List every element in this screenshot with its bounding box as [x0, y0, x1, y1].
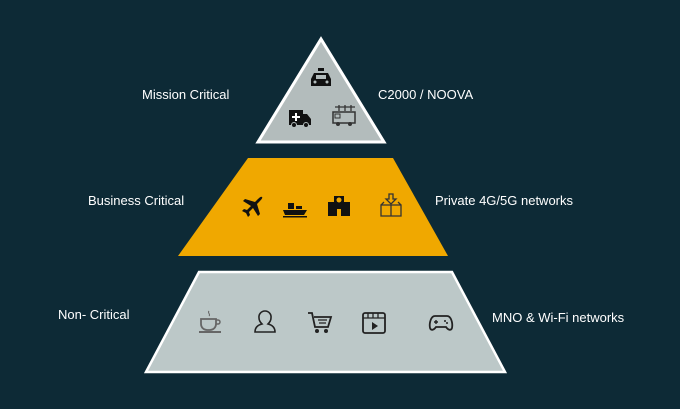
ambulance-icon: [289, 110, 311, 128]
label-non-critical: Non- Critical: [58, 307, 130, 322]
tier-non-critical: [143, 270, 508, 374]
shopping-cart-icon: [308, 312, 333, 333]
airplane-icon: [242, 196, 263, 217]
police-car-icon: [311, 68, 331, 86]
tier-business-critical: [178, 158, 448, 256]
package-icon: [380, 193, 402, 217]
label-mission-critical: Mission Critical: [142, 87, 230, 102]
ship-icon: [283, 203, 307, 218]
label-private-networks: Private 4G/5G networks: [435, 193, 573, 208]
coffee-cup-icon: [199, 310, 221, 333]
label-c2000-noova: C2000 / NOOVA: [378, 87, 474, 102]
gamepad-icon: [428, 315, 454, 331]
video-icon: [362, 312, 386, 334]
user-icon: [254, 310, 276, 333]
hospital-icon: [328, 196, 350, 216]
fire-truck-icon: [332, 105, 356, 126]
label-mno-wifi: MNO & Wi-Fi networks: [492, 310, 625, 325]
label-business-critical: Business Critical: [88, 193, 185, 208]
